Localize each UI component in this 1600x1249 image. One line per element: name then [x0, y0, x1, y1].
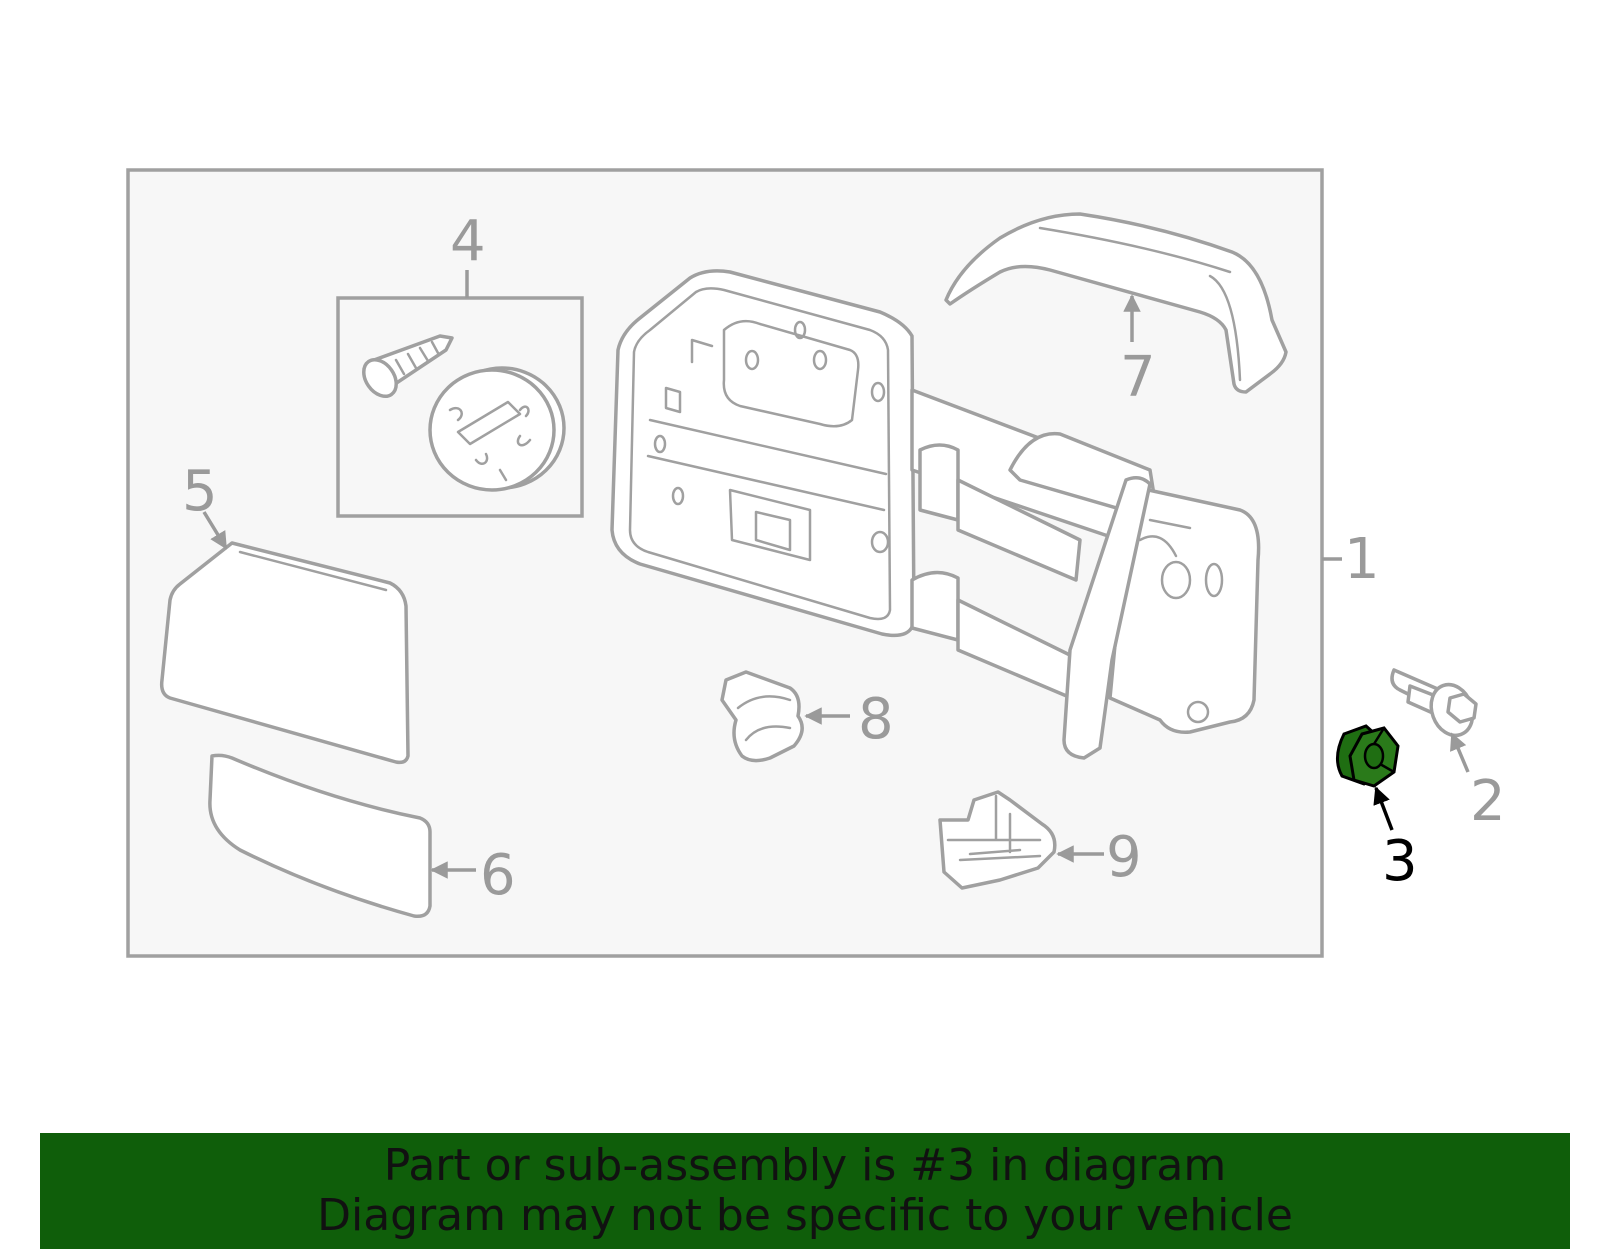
- callout-9: 9: [1106, 825, 1142, 890]
- callout-5: 5: [182, 459, 218, 524]
- callout-7: 7: [1120, 345, 1156, 410]
- part-7-cover: [944, 212, 1288, 394]
- part-6-lower-glass: [208, 753, 432, 919]
- banner-line-1: Part or sub-assembly is #3 in diagram: [383, 1140, 1227, 1191]
- part-4-actuator: [428, 366, 566, 492]
- callout-8: 8: [858, 687, 894, 752]
- callout-1: 1: [1344, 527, 1380, 592]
- banner-line-2: Diagram may not be specific to your vehi…: [317, 1190, 1293, 1241]
- info-banner: Part or sub-assembly is #3 in diagram Di…: [40, 1133, 1570, 1249]
- leader-3: [1373, 786, 1394, 831]
- part-1-mirror-housing: [610, 269, 1261, 760]
- callout-6: 6: [480, 843, 516, 908]
- part-4-screw: [362, 334, 454, 398]
- leader-5: [202, 511, 228, 550]
- part-8-lamp: [720, 670, 804, 763]
- part-2-bolt: [1390, 668, 1478, 738]
- callout-4: 4: [450, 209, 486, 274]
- part-9-bracket: [938, 790, 1057, 890]
- callout-2: 2: [1470, 769, 1506, 834]
- callout-3: 3: [1382, 829, 1418, 894]
- leader-2: [1450, 732, 1470, 773]
- part-3-nut-highlighted: [1336, 724, 1400, 788]
- part-5-mirror-glass: [159, 541, 410, 765]
